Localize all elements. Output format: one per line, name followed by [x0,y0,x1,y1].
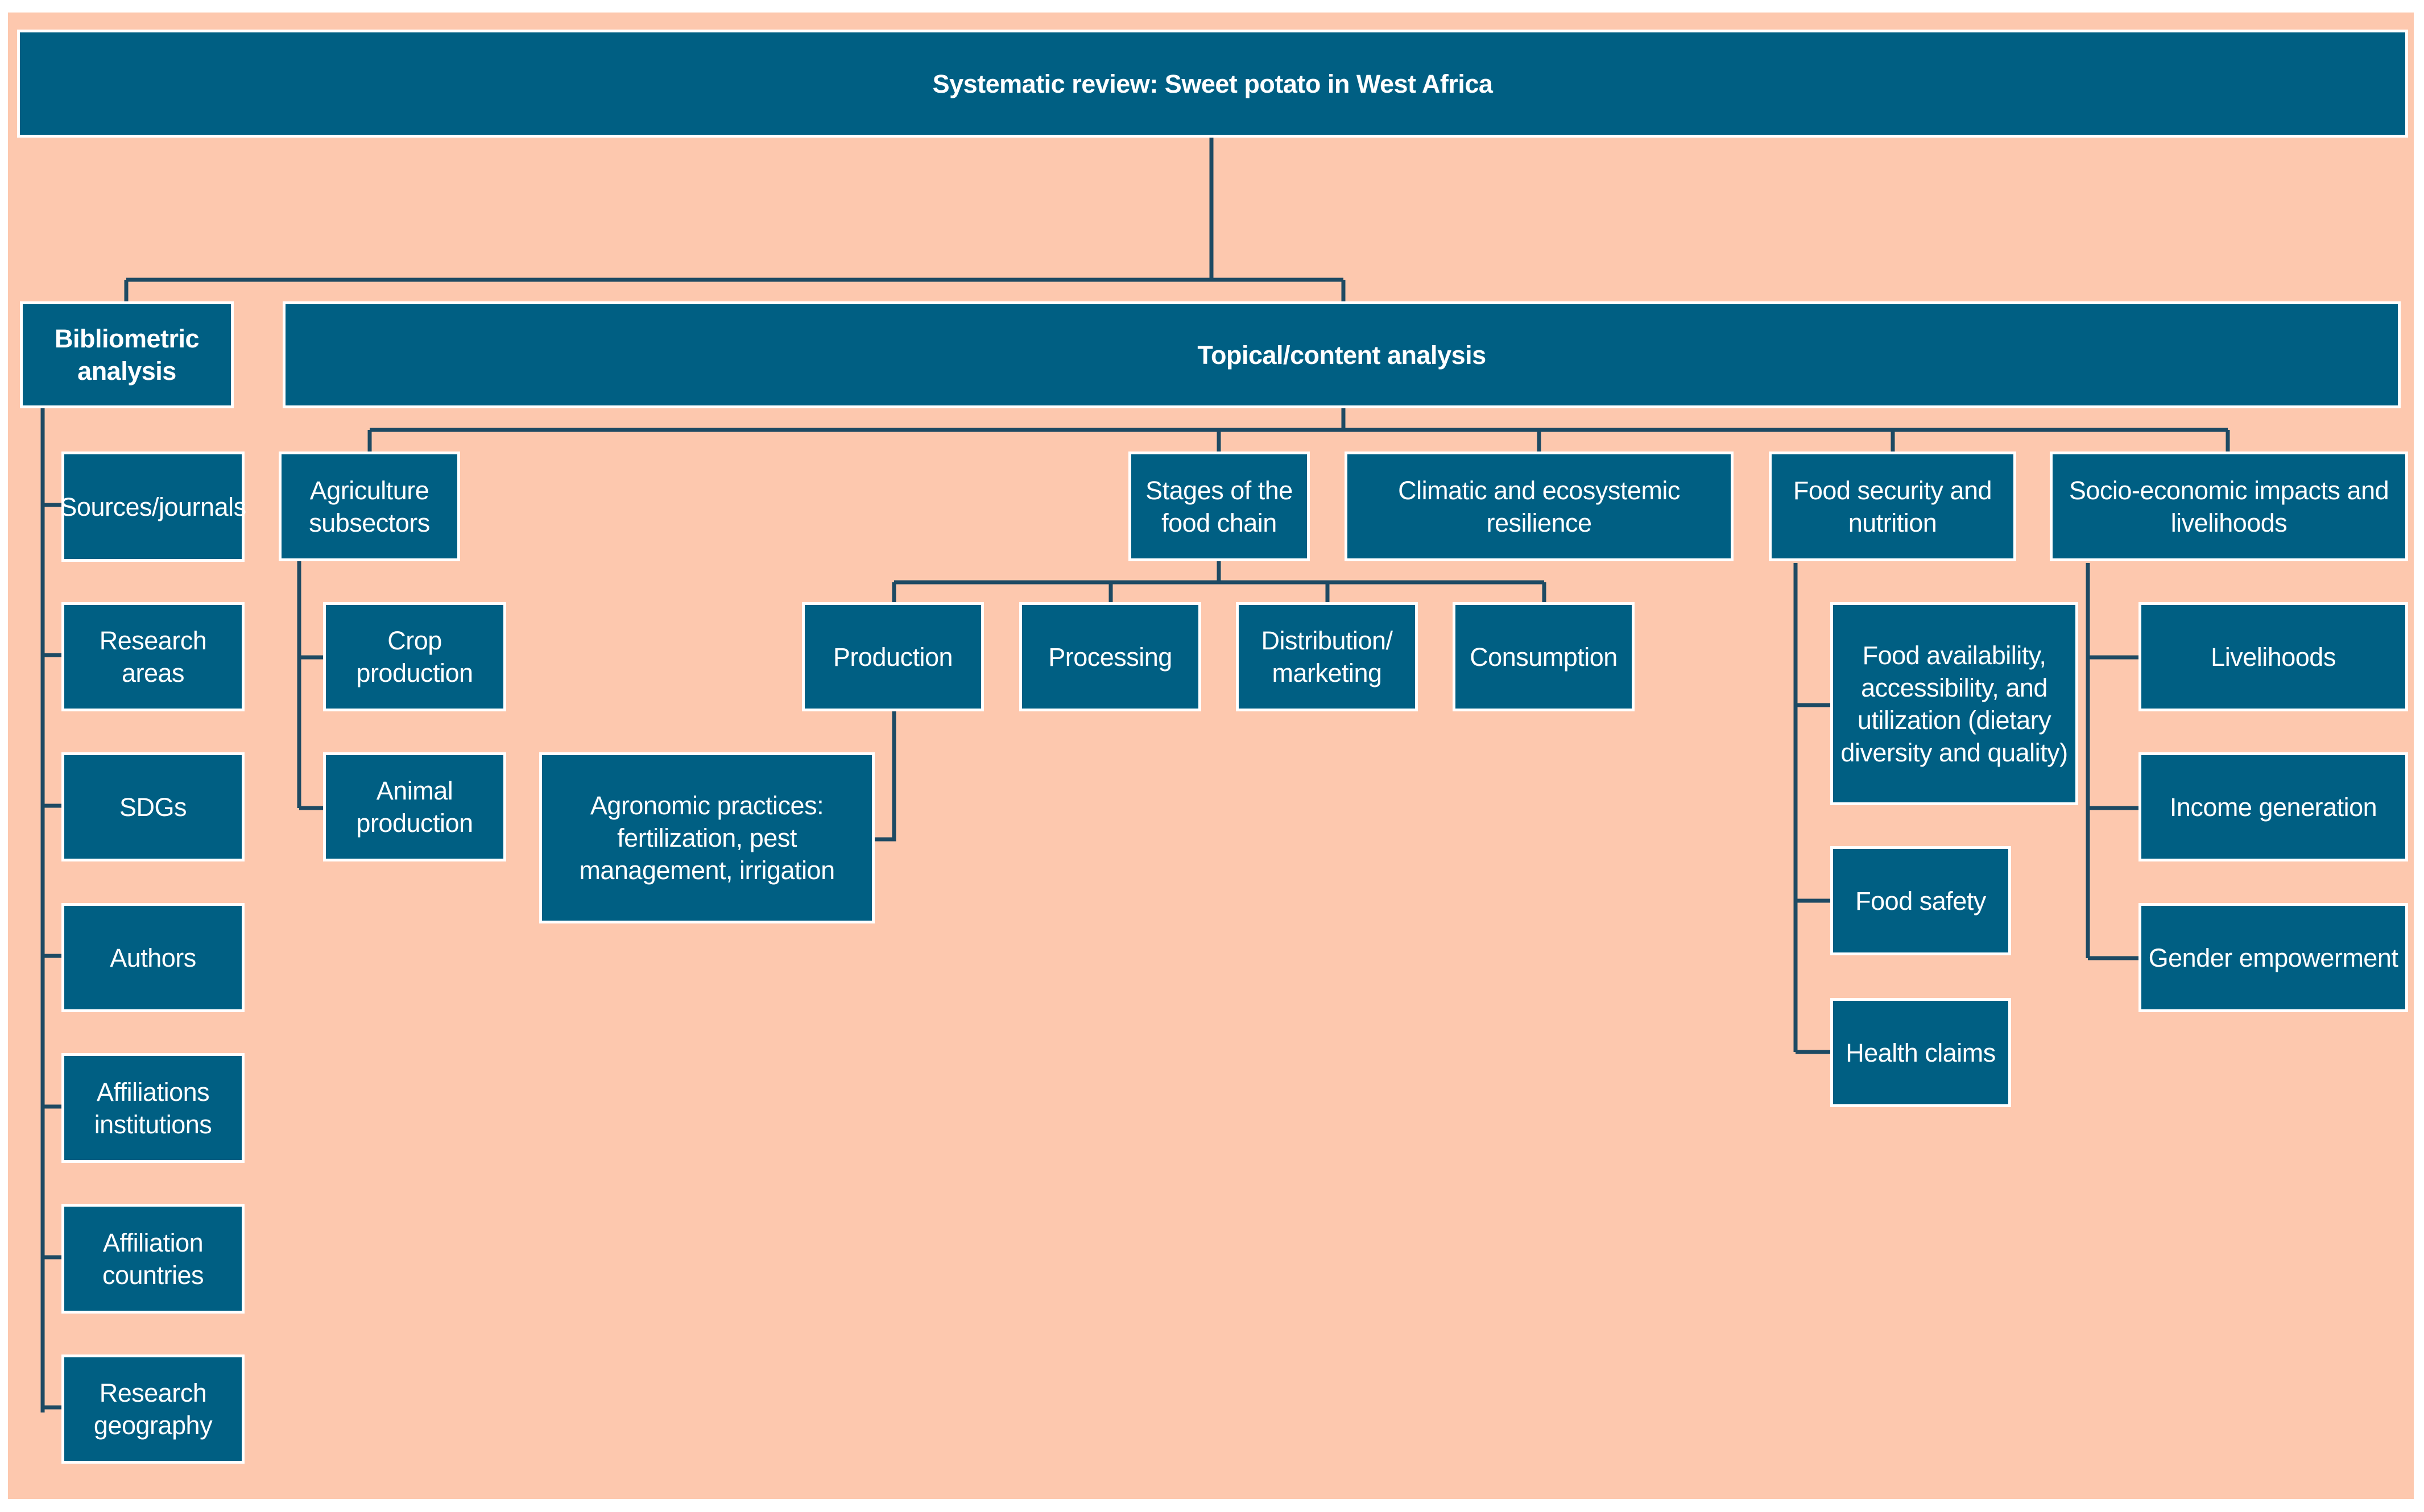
food-security-node: Food security and nutrition [1769,451,2016,561]
bibliometric-node: Bibliometric analysis [20,301,234,408]
socio-economic-item-label: Livelihoods [2211,642,2336,672]
bibliometric-item: SDGs [61,752,245,861]
bibliometric-item: Affiliations institutions [61,1053,245,1163]
bibliometric-item-label: Research areas [99,626,207,687]
stage-item: Processing [1019,602,1201,711]
bibliometric-item-label: Authors [110,943,196,972]
socio-economic-item: Livelihoods [2138,602,2408,711]
socio-economic-item: Gender empowerment [2138,903,2408,1012]
stages-food-chain-label: Stages of the food chain [1145,475,1293,537]
socio-economic-label: Socio-economic impacts and livelihoods [2069,475,2389,537]
bibliometric-item: Research geography [61,1354,245,1464]
agriculture-item-label: Crop production [356,626,473,687]
agronomic-practices-label: Agronomic practices: fertilization, pest… [579,791,835,885]
stage-item: Production [802,602,984,711]
socio-economic-item-label: Gender empowerment [2148,943,2398,972]
socio-economic-item-label: Income generation [2169,792,2377,822]
food-security-label: Food security and nutrition [1793,475,1992,537]
climatic-resilience-node: Climatic and ecosystemic resilience [1345,451,1734,561]
food-security-item: Food safety [1830,846,2011,955]
agronomic-practices-node: Agronomic practices: fertilization, pest… [539,752,875,923]
food-security-item: Food availability, accessibility, and ut… [1830,602,2078,805]
stage-item-label: Processing [1048,642,1172,672]
stage-item-label: Consumption [1470,642,1618,672]
agriculture-subsectors-label: Agriculture subsectors [309,475,430,537]
bibliometric-item-label: Affiliations institutions [94,1077,212,1139]
food-security-item-label: Food safety [1855,886,1986,916]
stage-item: Distribution/ marketing [1236,602,1418,711]
bibliometric-item-label: Research geography [93,1378,213,1440]
bibliometric-item: Research areas [61,602,245,711]
socio-economic-node: Socio-economic impacts and livelihoods [2050,451,2408,561]
agriculture-item-label: Animal production [356,776,473,838]
socio-economic-item: Income generation [2138,752,2408,861]
agriculture-item: Animal production [323,752,506,861]
root-label: Systematic review: Sweet potato in West … [932,69,1493,98]
agriculture-item: Crop production [323,602,506,711]
stage-item-label: Distribution/ marketing [1261,626,1393,687]
bibliometric-item-label: Sources/journals [60,492,246,521]
food-security-item-label: Food availability, accessibility, and ut… [1840,640,2068,767]
agriculture-subsectors-node: Agriculture subsectors [279,451,460,561]
topical-node: Topical/content analysis [283,301,2401,408]
food-security-item-label: Health claims [1846,1038,1996,1067]
bibliometric-item: Authors [61,903,245,1012]
bibliometric-item-label: Affiliation countries [102,1228,204,1290]
root-node: Systematic review: Sweet potato in West … [17,30,2408,138]
bibliometric-item: Sources/journals [60,451,246,562]
topical-label: Topical/content analysis [1197,340,1486,370]
stages-food-chain-node: Stages of the food chain [1128,451,1310,561]
stage-item: Consumption [1453,602,1635,711]
bibliometric-label: Bibliometric analysis [54,324,200,386]
bibliometric-item-label: SDGs [119,792,187,822]
stage-item-label: Production [833,642,953,672]
food-security-item: Health claims [1830,998,2011,1107]
climatic-resilience-label: Climatic and ecosystemic resilience [1398,475,1680,537]
bibliometric-item: Affiliation countries [61,1204,245,1314]
